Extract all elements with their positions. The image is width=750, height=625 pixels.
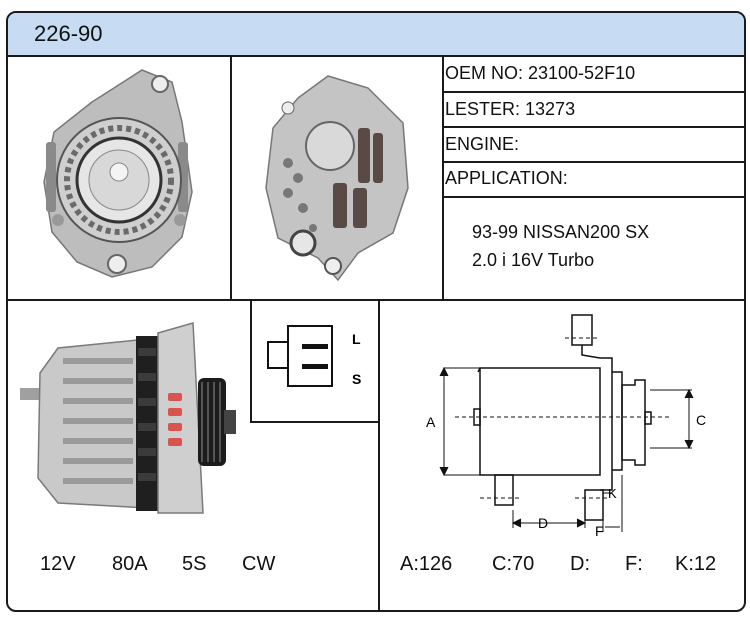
application-label: APPLICATION: [445,168,568,188]
connector-pin-s-label: S [352,371,361,387]
dimension-label-f: F [595,523,604,539]
dimension-k-value: K:12 [675,553,717,575]
connector-diagram: L S [267,325,361,387]
dimension-label-c: C [696,412,706,428]
oem-number: OEM NO: 23100-52F10 [445,63,636,83]
rotation-value: CW [242,553,276,575]
dimension-f-value: F: [625,553,643,575]
part-number-title: 226-90 [34,21,103,46]
alternator-front-view-image [43,69,193,278]
application-line-2: 2.0 i 16V Turbo [472,250,595,270]
dimension-diagram: A C D F K [426,314,706,539]
connector-box [250,299,378,423]
spec-divider-1 [442,91,744,93]
lester-number: LESTER: 13273 [445,99,576,119]
dimension-d-value: D: [570,553,590,575]
application-line-1: 93-99 NISSAN200 SX [472,222,650,242]
dimension-label-a: A [426,414,436,430]
amperage-value: 80A [112,553,148,575]
pulley-value: 5S [182,553,207,575]
spec-divider-4 [442,196,744,198]
dimension-label-k: K [608,486,617,501]
engine-label: ENGINE: [445,134,520,154]
connector-pin-l-label: L [352,331,361,347]
grid-line-top-right [442,55,444,299]
spec-divider-2 [442,126,744,128]
spec-divider-3 [442,161,744,163]
voltage-value: 12V [40,553,76,575]
dimension-c-value: C:70 [492,553,535,575]
grid-line-bottom-left [378,299,380,610]
grid-line-middle [8,299,744,301]
dimension-a-value: A:126 [400,553,453,575]
dimension-label-d: D [538,515,548,531]
alternator-rear-view-image [265,75,409,282]
header-bar: 226-90 [8,13,744,57]
alternator-side-view-image [20,322,236,514]
grid-line-top-left [230,55,232,299]
